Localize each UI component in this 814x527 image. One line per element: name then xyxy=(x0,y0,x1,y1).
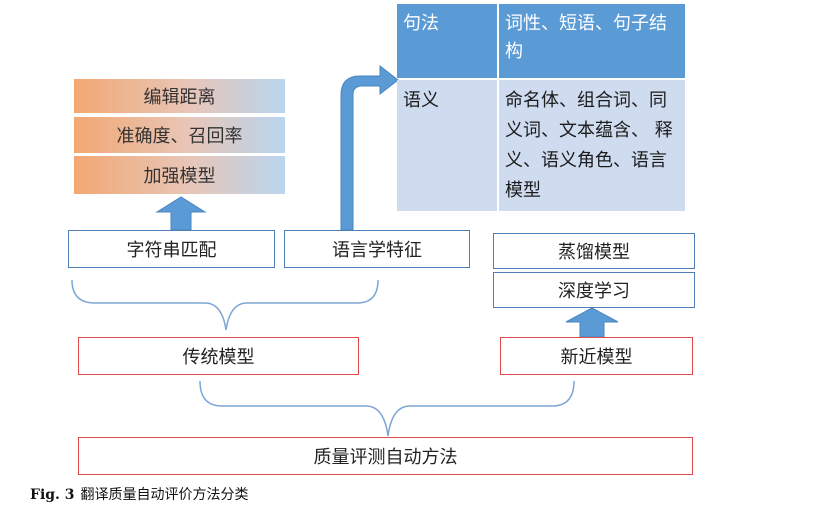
figure-caption: Fig. 3 翻译质量自动评价方法分类 xyxy=(30,484,249,504)
up-arrow-to-deep-learning xyxy=(565,307,619,338)
table-semantic-items: 命名体、组合词、同义词、文本蕴含、 释义、语义角色、语言模型 xyxy=(499,80,685,211)
brace-traditional xyxy=(71,279,379,331)
table-semantic-label: 语义 xyxy=(397,80,497,211)
linguistic-features-box: 语言学特征 xyxy=(284,230,470,268)
figure-caption-text: 翻译质量自动评价方法分类 xyxy=(80,487,249,503)
brace-root xyxy=(199,380,575,437)
stack-item-precision-recall: 准确度、召回率 xyxy=(74,117,285,153)
stack-item-enhanced-model: 加强模型 xyxy=(74,156,285,194)
bent-arrow-to-table xyxy=(340,64,399,231)
stack-item-edit-distance: 编辑距离 xyxy=(74,79,285,113)
recent-model-box: 新近模型 xyxy=(500,337,693,375)
up-arrow-to-stack xyxy=(155,196,207,231)
char-match-box: 字符串匹配 xyxy=(68,230,275,268)
distill-model-box: 蒸馏模型 xyxy=(493,233,695,269)
table-syntax-label: 句法 xyxy=(397,4,497,78)
traditional-model-box: 传统模型 xyxy=(78,337,359,375)
root-method-box: 质量评测自动方法 xyxy=(78,437,693,475)
deep-learning-box: 深度学习 xyxy=(493,272,695,308)
figure-label: Fig. 3 xyxy=(30,487,75,503)
table-syntax-items: 词性、短语、句子结构 xyxy=(499,4,685,78)
